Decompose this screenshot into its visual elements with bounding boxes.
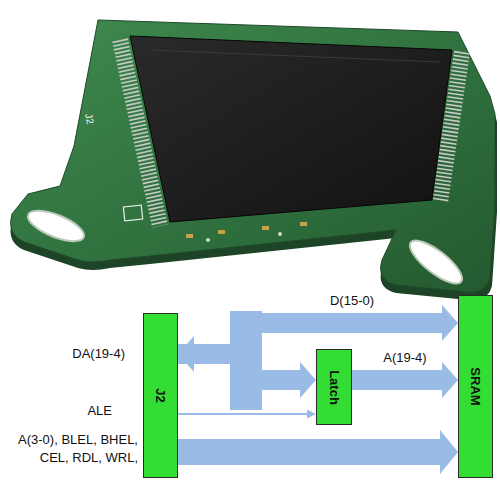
pcb-photo bbox=[0, 0, 500, 300]
arrow-head bbox=[442, 362, 458, 398]
via bbox=[278, 232, 282, 236]
latch-block: Latch bbox=[316, 349, 352, 425]
signal-name: ALE bbox=[87, 402, 112, 420]
solder-pad bbox=[186, 234, 193, 238]
silkscreen-text: J2 bbox=[82, 112, 97, 125]
mounting-slot bbox=[404, 234, 468, 291]
circuit-board bbox=[11, 20, 496, 292]
sram-chip bbox=[130, 36, 452, 222]
chip-highlight bbox=[150, 50, 440, 62]
control-bus-arrow bbox=[178, 430, 458, 474]
sram-block: SRAM bbox=[458, 295, 493, 478]
latched-address-arrow bbox=[352, 362, 458, 398]
bus-label: D(15-0) bbox=[328, 292, 376, 310]
arrow-head bbox=[300, 362, 316, 398]
solder-pad bbox=[300, 222, 307, 226]
solder-pad bbox=[218, 230, 225, 234]
signal-name: DA(19-4) bbox=[72, 345, 125, 363]
via bbox=[206, 238, 210, 242]
connector-block: J2 bbox=[143, 313, 178, 478]
connector-line bbox=[178, 354, 301, 380]
connector-line bbox=[352, 370, 443, 390]
connector-line bbox=[178, 439, 441, 465]
block-label: Latch bbox=[327, 370, 342, 405]
logo-mark bbox=[123, 205, 142, 221]
mounting-slot bbox=[24, 205, 88, 248]
block-label: J2 bbox=[153, 388, 168, 402]
solder-pad bbox=[262, 226, 269, 230]
bus-label: A(19-4) bbox=[381, 349, 428, 367]
connector-line bbox=[178, 413, 308, 415]
block-label: SRAM bbox=[468, 367, 483, 405]
arrow-head bbox=[440, 430, 458, 474]
signal-name: A(3-0), BLEL, BHEL, CEL, RDL, WRL, bbox=[4, 431, 138, 466]
ale-line bbox=[178, 409, 316, 418]
arrow-head bbox=[442, 305, 458, 341]
address-bus-arrow bbox=[178, 354, 316, 398]
arrow-head bbox=[307, 409, 316, 418]
